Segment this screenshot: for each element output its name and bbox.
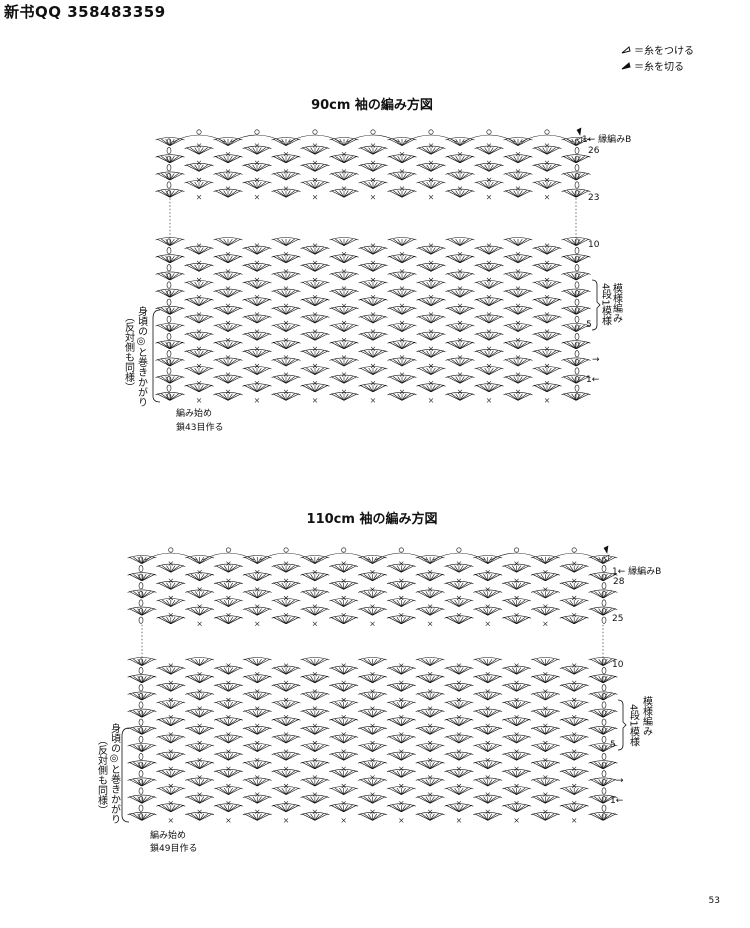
watermark-text: 新书QQ 358483359	[4, 3, 166, 21]
pattern-label-b-110cm: 4段1模様	[627, 704, 639, 747]
side-note-110cm-2: （反対側も同様）	[95, 735, 107, 815]
cut-thread-icon	[621, 61, 631, 69]
legend-cut-label: ＝糸を切る	[634, 62, 684, 73]
legend-cut: ＝糸を切る	[621, 58, 684, 73]
row-arrow: →	[592, 355, 600, 365]
side-note-90cm-2: （反対側も同様）	[122, 312, 134, 392]
legend-attach: ＝糸をつける	[621, 42, 694, 57]
row-label-23: 23	[588, 193, 600, 203]
pattern-label-a-90cm: 模様編み	[610, 283, 622, 323]
row-label-5: 5	[586, 320, 592, 330]
chart-title-90cm: 90cm 袖の編み方図	[311, 98, 433, 113]
row-label-10: 10	[588, 240, 600, 250]
pattern-label-b-90cm: 4段1模様	[599, 283, 611, 326]
row-label-10b: 10	[612, 660, 624, 670]
row-label-25: 25	[612, 614, 624, 624]
side-note-90cm-1: 身頃の◎と巻きかがり	[135, 306, 147, 407]
side-note-110cm-1: 身頃の◎と巻きかがり	[108, 723, 120, 824]
pattern-label-a-110cm: 模様編み	[640, 696, 652, 736]
edge-label-90cm: 1← 縁編みB	[582, 135, 632, 145]
row-arrow-b: →	[616, 776, 624, 786]
chart-title-110cm: 110cm 袖の編み方図	[306, 512, 438, 527]
row-label-5b: 5	[610, 740, 616, 750]
start-note-110cm-2: 鎖49目作る	[150, 844, 198, 854]
edge-label-110cm: 1← 縁編みB	[612, 567, 662, 577]
row-label-26: 26	[588, 146, 600, 156]
start-note-90cm-2: 鎖43目作る	[176, 423, 224, 433]
legend-attach-label: ＝糸をつける	[634, 46, 694, 57]
start-note-110cm-1: 編み始め	[150, 831, 187, 841]
page-number: 53	[708, 896, 720, 906]
row-label-1: 1←	[586, 375, 600, 385]
row-label-1b: 1←	[610, 796, 624, 806]
row-label-28: 28	[613, 577, 625, 587]
start-note-90cm-1: 編み始め	[176, 409, 213, 419]
attach-thread-icon	[621, 45, 631, 53]
